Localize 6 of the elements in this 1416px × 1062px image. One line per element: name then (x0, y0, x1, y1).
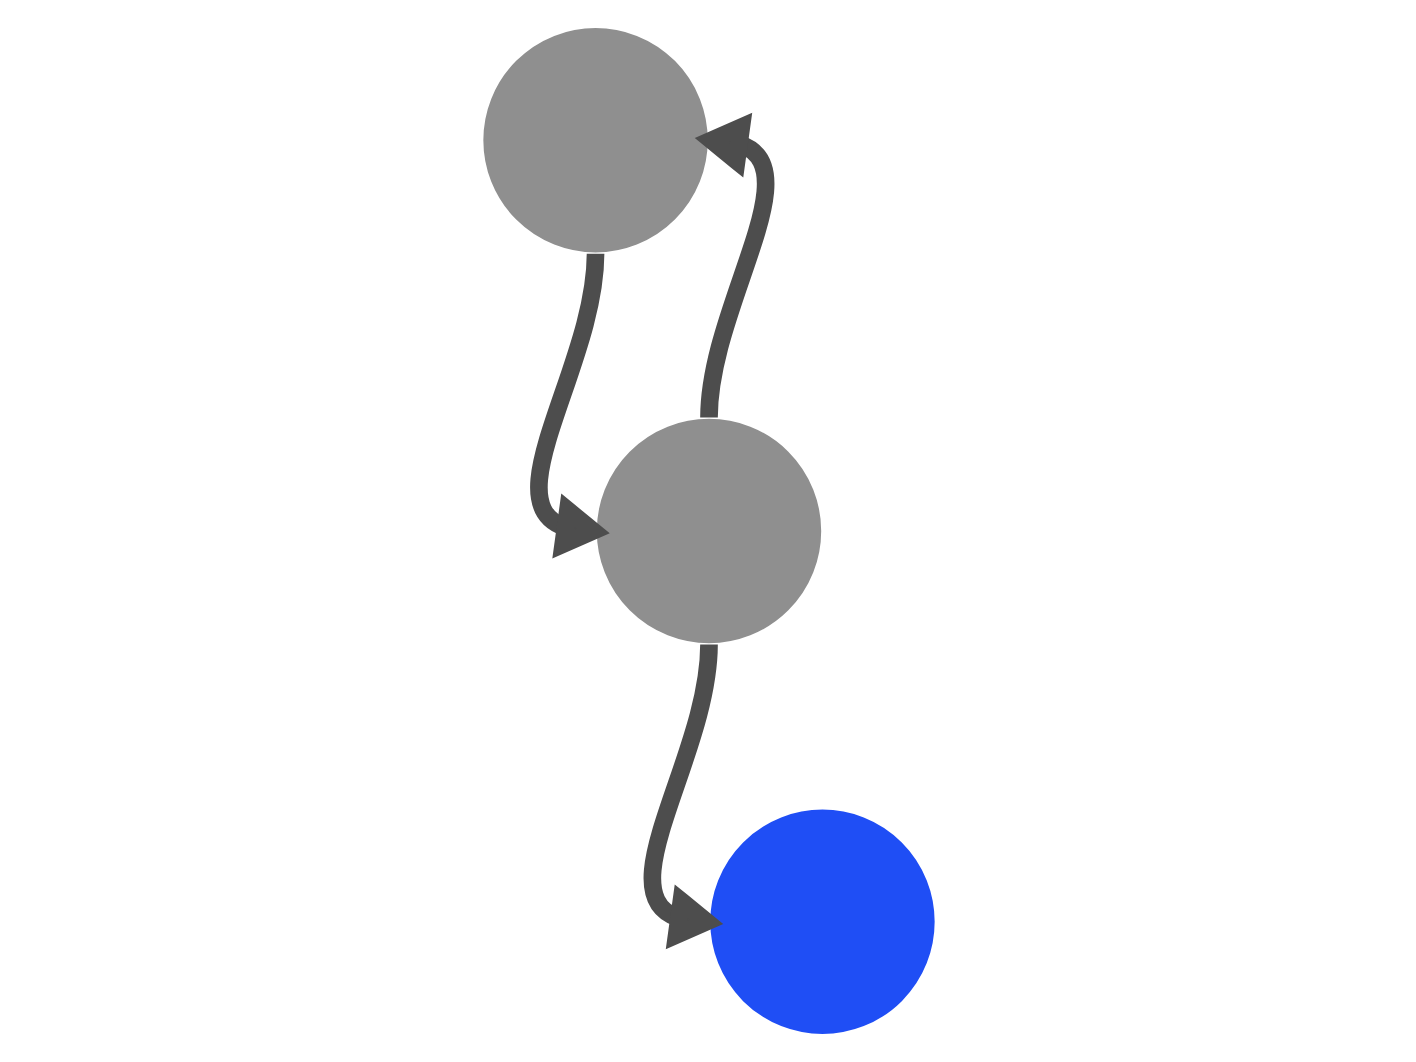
arrow (693, 112, 774, 419)
node-circle (593, 416, 823, 646)
node-circle (479, 25, 710, 255)
node-circle (706, 807, 937, 1037)
arrow (529, 253, 609, 559)
arrow (642, 643, 723, 950)
